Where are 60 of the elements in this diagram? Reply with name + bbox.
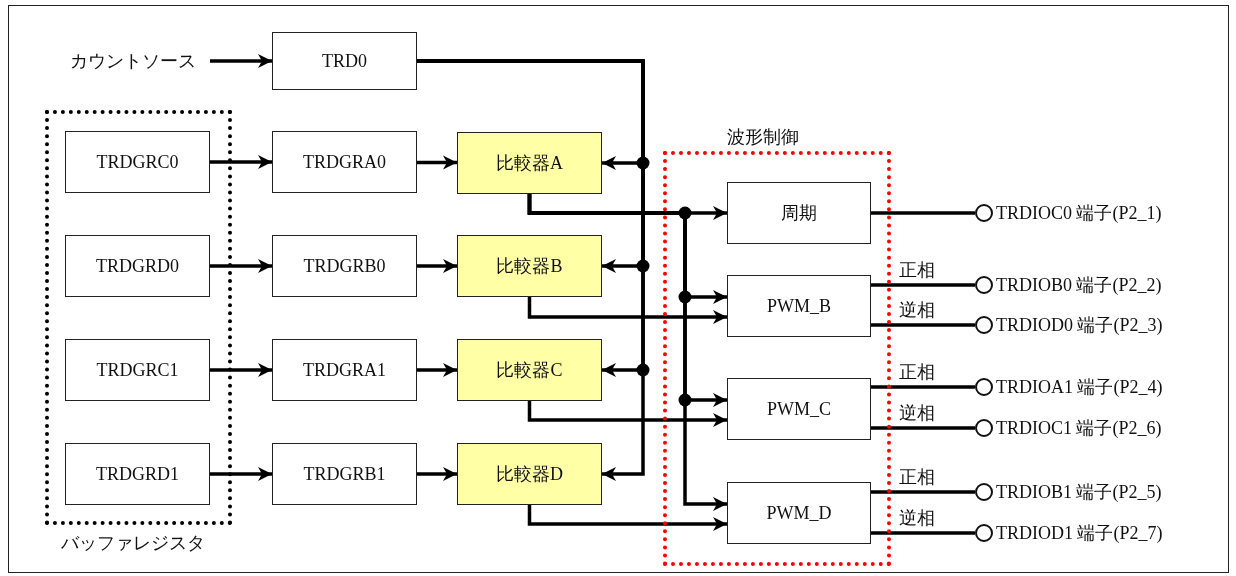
terminal-circle bbox=[975, 524, 993, 542]
terminal-label: TRDIOC1 端子(P2_6) bbox=[996, 417, 1162, 440]
edge-label: 逆相 bbox=[899, 507, 935, 529]
arrow bbox=[210, 259, 272, 273]
comparator-box: 比較器B bbox=[457, 235, 602, 297]
arrow bbox=[210, 54, 272, 68]
register-box: TRDGRD1 bbox=[65, 443, 210, 505]
register-box: TRDGRC0 bbox=[65, 131, 210, 193]
register-box: TRDGRB0 bbox=[272, 235, 417, 297]
terminal-circle bbox=[975, 276, 993, 294]
terminal-label: TRDIOC0 端子(P2_1) bbox=[996, 202, 1162, 225]
register-box: TRDGRC1 bbox=[65, 339, 210, 401]
arrow bbox=[417, 467, 457, 481]
terminal-label: TRDIOB0 端子(P2_2) bbox=[996, 274, 1162, 297]
source-label: カウントソース bbox=[55, 48, 210, 74]
register-box: PWM_C bbox=[727, 378, 871, 440]
arrow bbox=[417, 363, 457, 377]
register-box: TRDGRA1 bbox=[272, 339, 417, 401]
comparator-box: 比較器A bbox=[457, 132, 602, 194]
connector-line bbox=[871, 323, 975, 327]
connector-line bbox=[871, 211, 975, 215]
group-title: バッファレジスタ bbox=[61, 532, 205, 555]
register-box: TRDGRB1 bbox=[272, 443, 417, 505]
connector-line bbox=[871, 385, 975, 389]
terminal-circle bbox=[975, 378, 993, 396]
arrow bbox=[527, 505, 727, 531]
terminal-circle bbox=[975, 483, 993, 501]
arrow bbox=[210, 363, 272, 377]
connector-line bbox=[871, 490, 975, 494]
register-box: PWM_D bbox=[727, 482, 871, 544]
edge-label: 正相 bbox=[899, 361, 935, 383]
group-title: 波形制御 bbox=[727, 126, 799, 149]
arrow bbox=[417, 259, 457, 273]
terminal-circle bbox=[975, 419, 993, 437]
arrow bbox=[527, 297, 727, 324]
connector-line bbox=[871, 531, 975, 535]
register-box: TRDGRD0 bbox=[65, 235, 210, 297]
arrow bbox=[527, 194, 727, 511]
arrow bbox=[417, 155, 457, 170]
terminal-label: TRDIOA1 端子(P2_4) bbox=[996, 376, 1163, 399]
arrow bbox=[527, 401, 727, 427]
terminal-label: TRDIOB1 端子(P2_5) bbox=[996, 481, 1162, 504]
edge-label: 正相 bbox=[899, 259, 935, 281]
comparator-box: 比較器D bbox=[457, 443, 602, 505]
connector-line bbox=[871, 283, 975, 287]
comparator-box: 比較器C bbox=[457, 339, 602, 401]
arrow bbox=[210, 155, 272, 169]
terminal-label: TRDIOD1 端子(P2_7) bbox=[996, 522, 1163, 545]
register-box: PWM_B bbox=[727, 275, 871, 337]
terminal-circle bbox=[975, 316, 993, 334]
edge-label: 逆相 bbox=[899, 299, 935, 321]
edge-label: 正相 bbox=[899, 466, 935, 488]
terminal-label: TRDIOD0 端子(P2_3) bbox=[996, 314, 1163, 337]
register-box: TRDGRA0 bbox=[272, 131, 417, 193]
register-box: TRD0 bbox=[272, 32, 417, 90]
edge-label: 逆相 bbox=[899, 402, 935, 424]
register-box: 周期 bbox=[727, 182, 871, 244]
connector-line bbox=[871, 426, 975, 430]
terminal-circle bbox=[975, 204, 993, 222]
arrow bbox=[210, 467, 272, 481]
